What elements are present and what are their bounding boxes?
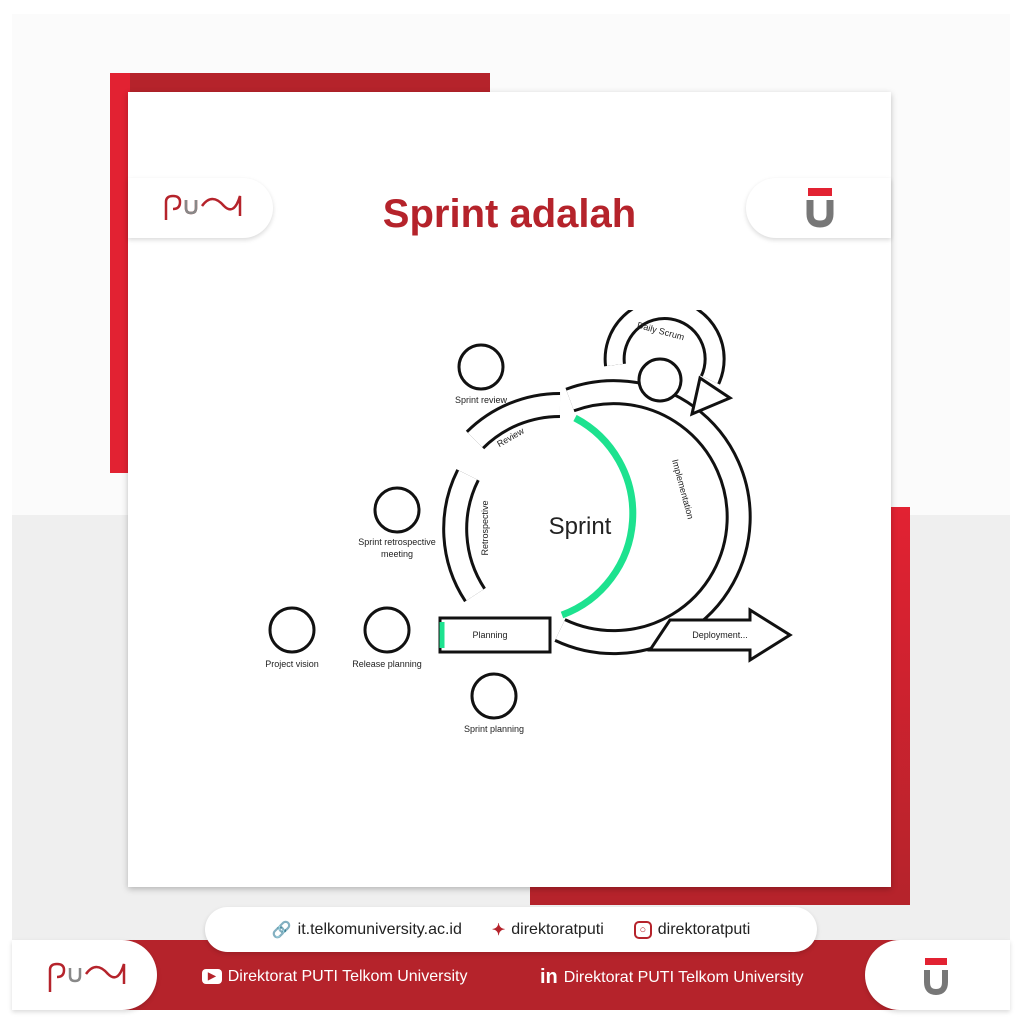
release-planning-icon — [363, 606, 411, 654]
sprint-planning-icon — [470, 672, 518, 720]
website-link[interactable]: 🔗 it.telkomuniversity.ac.id — [272, 920, 462, 940]
stage-deployment: Deployment... — [692, 630, 748, 640]
instagram-icon: ○ — [633, 920, 652, 939]
footer-telkom-logo — [865, 940, 1010, 1010]
sprint-review-icon — [457, 343, 505, 391]
node-sprint-retrospective-2: meeting — [381, 549, 413, 559]
node-sprint-review: Sprint review — [455, 395, 508, 405]
stage-implementation: Implementation — [670, 458, 696, 520]
linkedin-text: Direktorat PUTI Telkom University — [563, 968, 804, 986]
stage-daily-scrum: Daily Scrum — [636, 320, 685, 342]
link-icon: 🔗 — [271, 921, 292, 939]
node-release-planning: Release planning — [352, 659, 422, 669]
project-vision-icon — [268, 606, 316, 654]
twitter-icon: ✦ — [491, 921, 506, 939]
diagram-center-label: Sprint — [549, 513, 612, 540]
youtube-icon: ▶ — [202, 969, 222, 984]
sprint-diagram: Sprint Review Retrospective Planning Imp… — [265, 310, 793, 734]
twitter-text: direktoratputi — [511, 920, 604, 938]
twitter-link[interactable]: ✦ direktoratputi — [492, 920, 604, 940]
social-bar: 🔗 it.telkomuniversity.ac.id ✦ direktoratpu… — [205, 907, 817, 952]
stage-retrospective: Retrospective — [480, 500, 490, 555]
stage-planning: Planning — [472, 630, 507, 640]
footer-puti-logo — [12, 940, 157, 1010]
daily-scrum-icon — [637, 357, 683, 403]
youtube-link[interactable]: ▶ Direktorat PUTI Telkom University — [202, 966, 467, 986]
youtube-text: Direktorat PUTI Telkom University — [227, 967, 468, 985]
puti-logo-pill — [128, 178, 273, 238]
node-project-vision: Project vision — [265, 659, 319, 669]
frame-left — [110, 73, 130, 473]
page-title: Sprint adalah — [382, 192, 637, 236]
telkom-logo-pill — [746, 178, 891, 238]
instagram-link[interactable]: ○ direktoratputi — [633, 920, 751, 939]
node-sprint-planning: Sprint planning — [464, 724, 524, 734]
frame-top — [110, 73, 490, 93]
node-sprint-retrospective: Sprint retrospective — [358, 537, 436, 547]
deployment-arrow — [647, 607, 793, 663]
linkedin-link[interactable]: in Direktorat PUTI Telkom University — [540, 966, 804, 989]
telkom-logo — [806, 188, 834, 228]
sprint-retrospective-icon — [373, 486, 421, 534]
website-text: it.telkomuniversity.ac.id — [297, 920, 462, 938]
instagram-text: direktoratputi — [657, 920, 751, 938]
puti-logo — [164, 194, 242, 220]
linkedin-icon: in — [540, 966, 558, 988]
